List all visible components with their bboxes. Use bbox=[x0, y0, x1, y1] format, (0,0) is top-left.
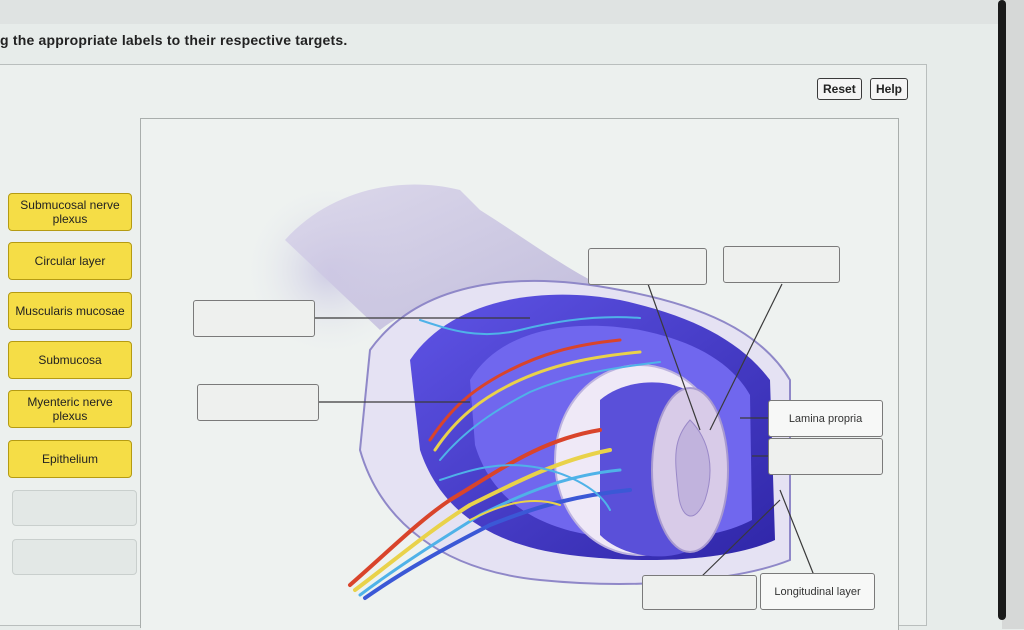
label-myenteric-nerve-plexus[interactable]: Myenteric nerve plexus bbox=[8, 390, 132, 428]
empty-label-slot bbox=[12, 490, 137, 526]
drop-target-empty[interactable] bbox=[197, 384, 319, 421]
sidebar-divider bbox=[140, 118, 141, 628]
drop-target-empty[interactable] bbox=[588, 248, 707, 285]
mucosa-core bbox=[600, 382, 729, 557]
label-circular-layer[interactable]: Circular layer bbox=[8, 242, 132, 280]
nerves-and-vessels bbox=[348, 316, 661, 600]
help-button[interactable]: Help bbox=[870, 78, 909, 100]
label-epithelium[interactable]: Epithelium bbox=[8, 440, 132, 478]
leader-lines bbox=[315, 283, 816, 579]
window-right-edge bbox=[1002, 0, 1024, 629]
vertical-scrollbar[interactable] bbox=[998, 0, 1006, 620]
drop-target-empty[interactable] bbox=[723, 246, 840, 283]
drop-target-empty[interactable] bbox=[768, 438, 883, 475]
window-top-strip bbox=[0, 0, 1024, 24]
label-submucosal-nerve-plexus[interactable]: Submucosal nerve plexus bbox=[8, 193, 132, 231]
drop-target-empty[interactable] bbox=[193, 300, 315, 337]
drop-target-longitudinal-layer[interactable]: Longitudinal layer bbox=[760, 573, 875, 610]
reset-button[interactable]: Reset bbox=[817, 78, 862, 100]
empty-label-slot bbox=[12, 539, 137, 575]
label-muscularis-mucosae[interactable]: Muscularis mucosae bbox=[8, 292, 132, 330]
drop-target-empty[interactable] bbox=[642, 575, 757, 610]
label-submucosa[interactable]: Submucosa bbox=[8, 341, 132, 379]
instruction-text: g the appropriate labels to their respec… bbox=[0, 32, 348, 48]
drop-target-lamina-propria[interactable]: Lamina propria bbox=[768, 400, 883, 437]
